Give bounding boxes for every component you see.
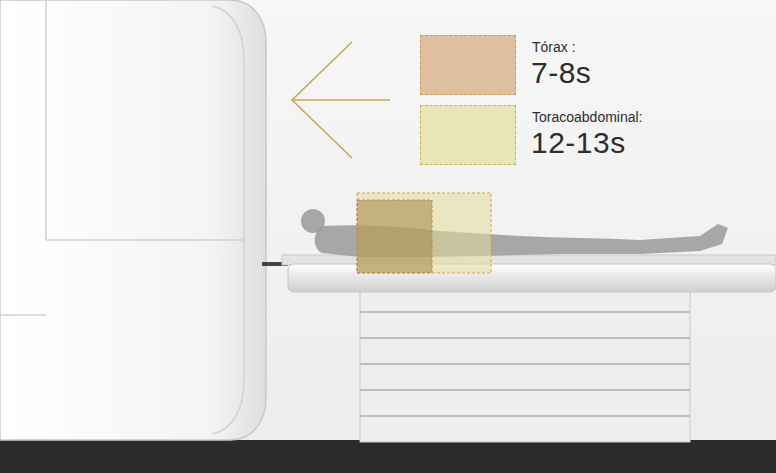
legend-text: Toracoabdominal: bbox=[532, 110, 643, 125]
legend-swatch bbox=[420, 35, 516, 95]
gantry bbox=[0, 0, 266, 440]
gantry-rim bbox=[212, 6, 244, 434]
gantry-seam bbox=[46, 239, 244, 241]
floor-base bbox=[0, 440, 776, 473]
table-pedestal bbox=[360, 288, 690, 442]
gantry-seam bbox=[45, 0, 47, 240]
direction-arrow bbox=[292, 42, 390, 158]
duration-label: 12-13s bbox=[531, 126, 626, 159]
duration-label: 7-8s bbox=[531, 56, 591, 89]
legend-swatch bbox=[420, 105, 516, 165]
legend-text: Tórax : bbox=[532, 40, 576, 55]
pedestal-ridges bbox=[360, 312, 690, 416]
thorax-region bbox=[357, 200, 432, 273]
gantry-seam bbox=[0, 314, 46, 316]
thoracoabdominal-region bbox=[357, 193, 491, 273]
